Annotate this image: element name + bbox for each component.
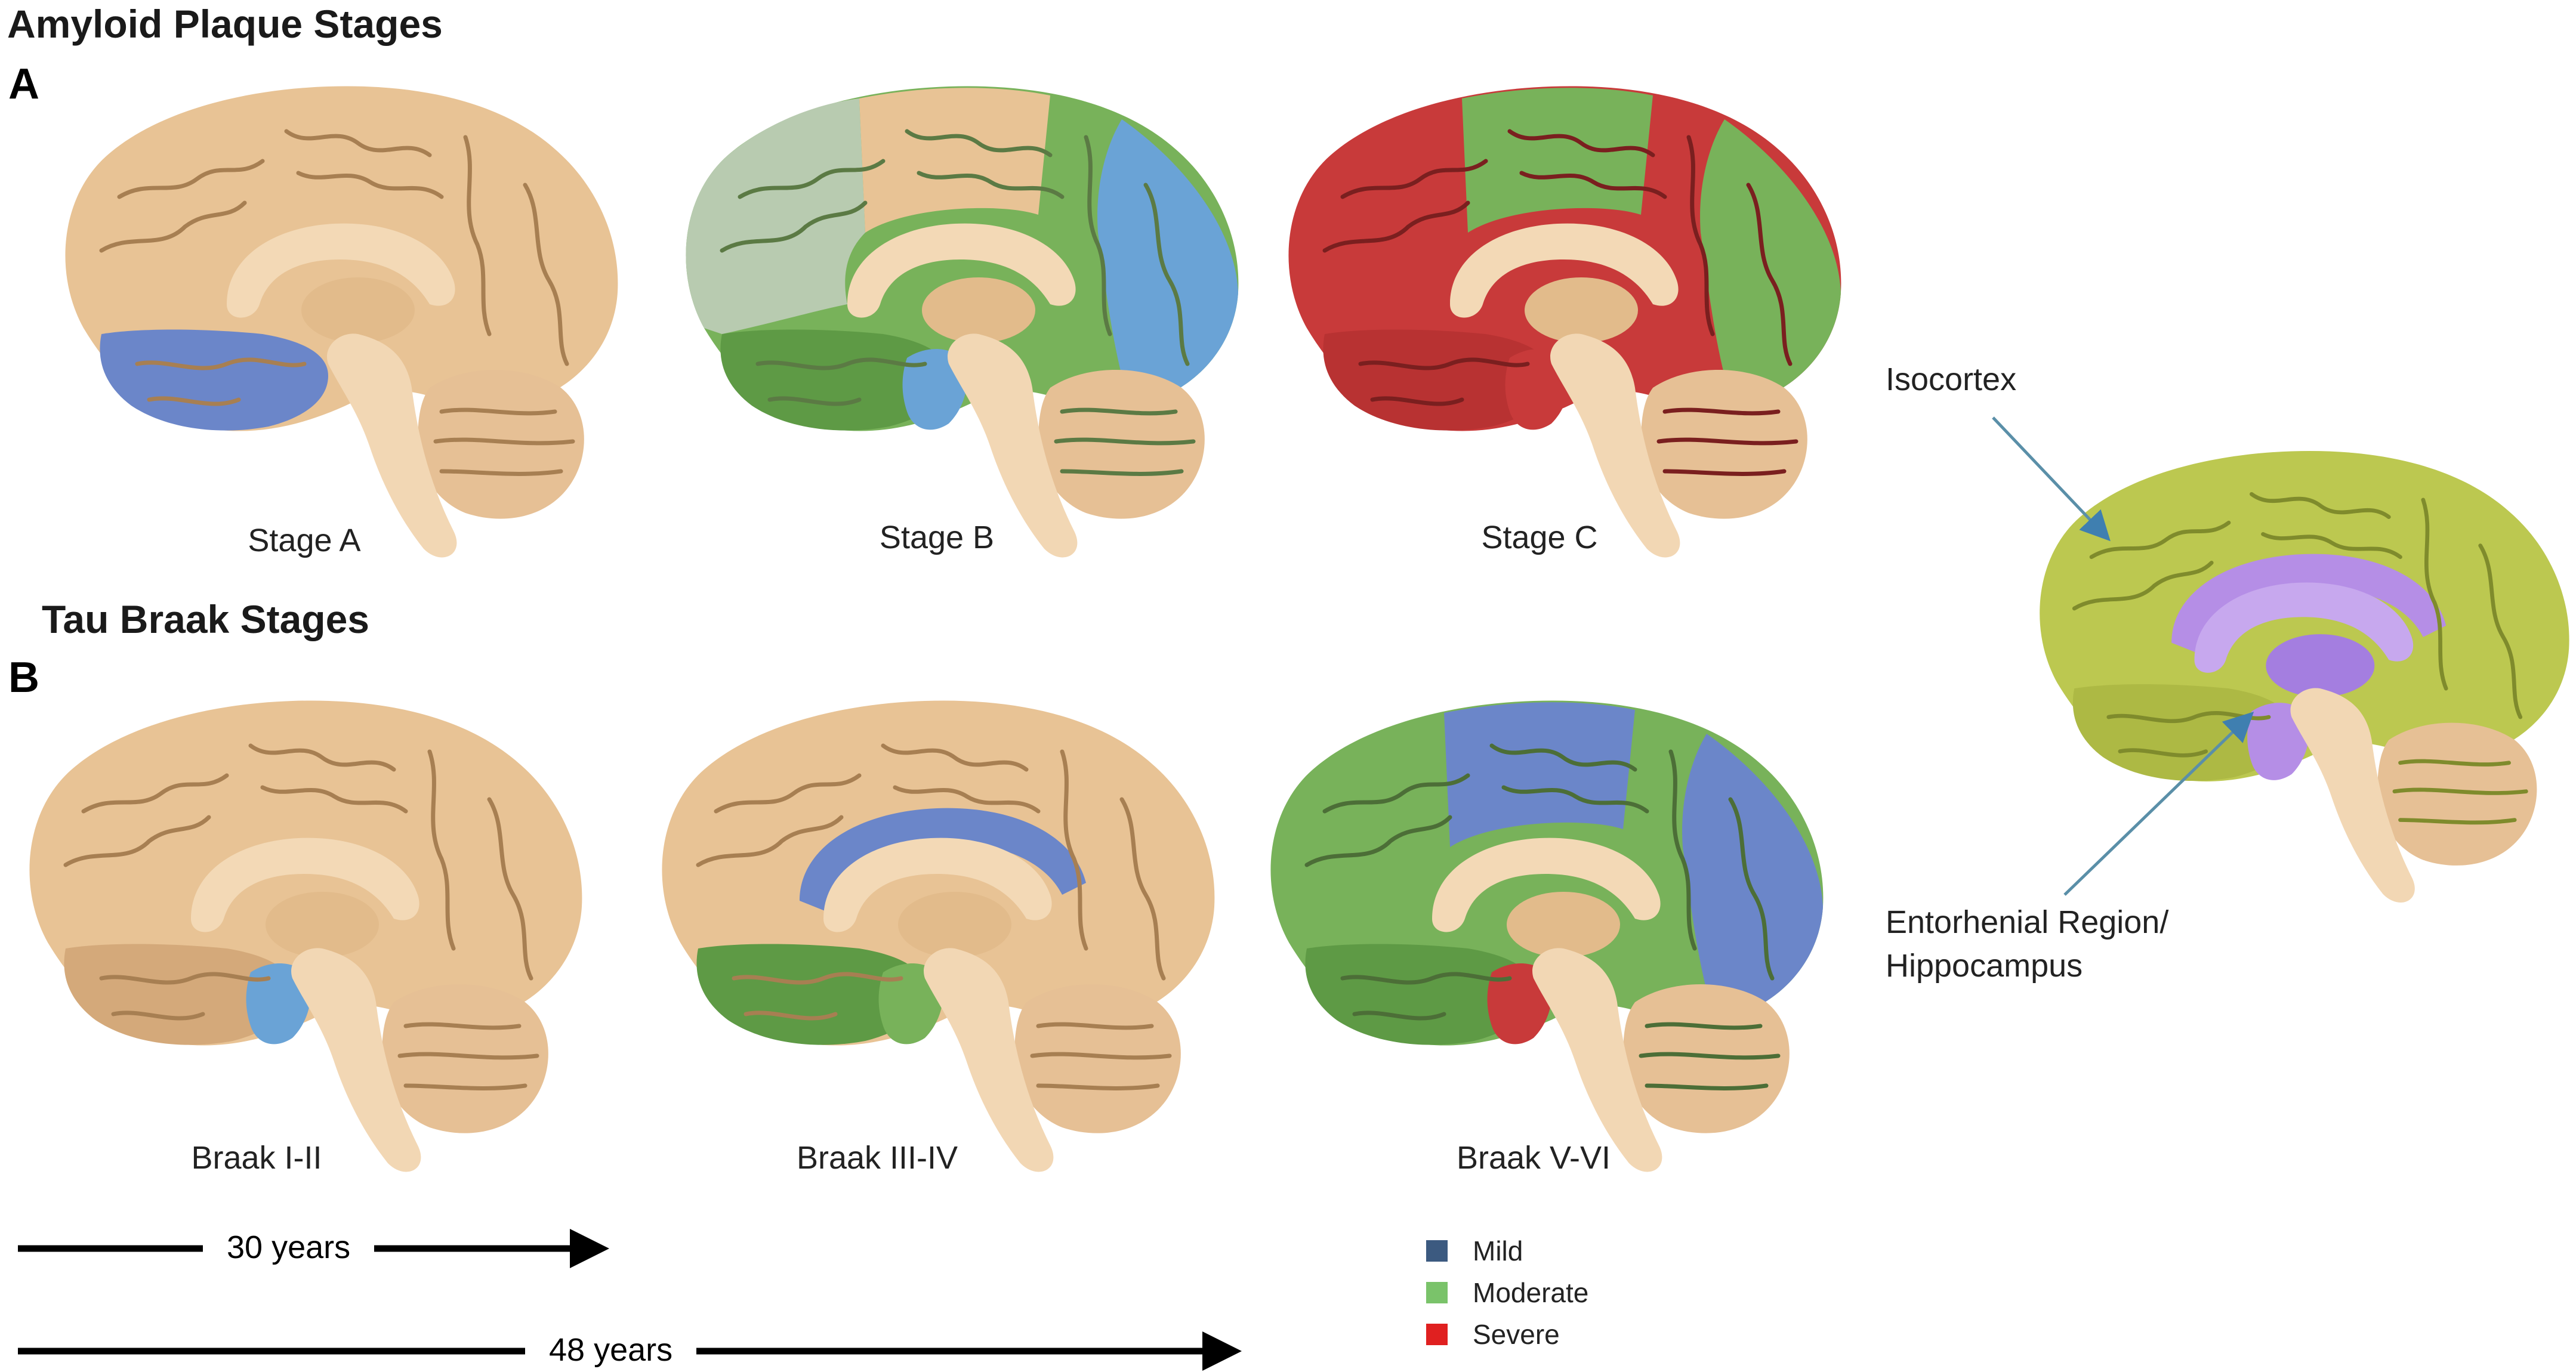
label-entorhinal-line2: Hippocampus [1886,947,2083,984]
legend-swatch-mild [1426,1240,1448,1262]
legend-label-severe: Severe [1473,1319,1560,1350]
legend-severe: Severe [1426,1318,1560,1351]
legend-label-mild: Mild [1473,1235,1523,1266]
panel-letter-a: A [8,60,39,108]
label-entorhinal: Entorhenial Region/ Hippocampus [1886,901,2168,988]
caption-stage-b: Stage B [879,520,995,555]
legend-swatch-moderate [1426,1282,1448,1303]
caption-braak-1-2: Braak I-II [191,1140,322,1176]
amyloid-heading: Amyloid Plaque Stages [7,2,443,46]
label-entorhinal-line1: Entorhenial Region/ [1886,904,2169,940]
legend-swatch-severe [1426,1324,1448,1345]
caption-braak-5-6: Braak V-VI [1456,1140,1611,1176]
timeline-48-label: 48 years [525,1331,697,1368]
timeline-30-label: 30 years [203,1229,375,1266]
legend-mild: Mild [1426,1235,1523,1267]
legend-moderate: Moderate [1426,1277,1588,1309]
caption-stage-a: Stage A [248,523,361,558]
legend-label-moderate: Moderate [1473,1277,1589,1308]
panel-letter-b: B [8,654,39,702]
label-isocortex: Isocortex [1886,361,2017,397]
caption-stage-c: Stage C [1481,520,1598,555]
pointer-entorhinal [2063,712,2254,896]
pointer-isocortex [1992,416,2111,542]
caption-braak-3-4: Braak III-IV [796,1140,958,1176]
tau-heading: Tau Braak Stages [42,597,370,641]
